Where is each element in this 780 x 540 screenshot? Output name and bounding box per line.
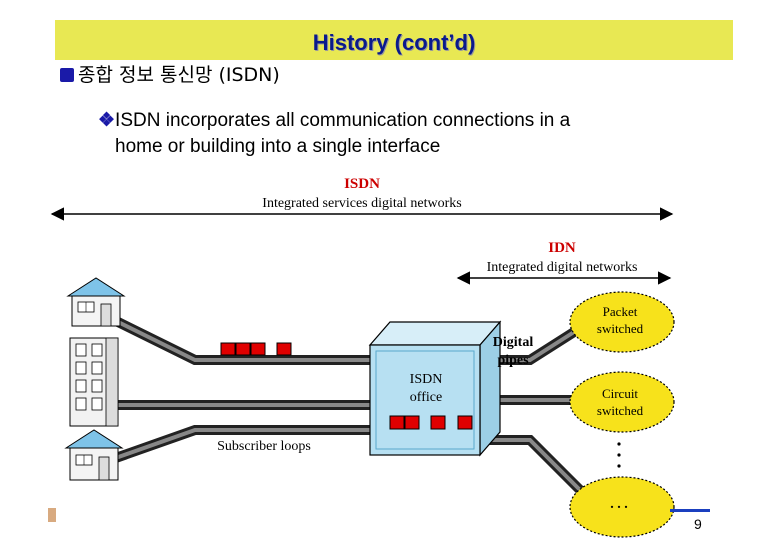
bullet-isdn-text: 종합 정보 통신망 (ISDN) xyxy=(78,64,280,86)
circuit-switched-label-1: Circuit xyxy=(602,386,638,401)
packets-top-loop xyxy=(220,342,292,356)
isdn-office-label-2: office xyxy=(410,390,442,405)
idn-subtitle: Integrated digital networks xyxy=(487,260,638,275)
page-number: 9 xyxy=(694,516,702,532)
subscriber-loop-top xyxy=(107,313,380,365)
office-building-icon xyxy=(69,337,119,427)
isdn-office-box xyxy=(368,320,502,457)
square-bullet-icon xyxy=(60,68,74,82)
diamond-bullet-icon: ❖ xyxy=(98,110,116,131)
packet-switched-label-2: switched xyxy=(597,321,644,336)
subscriber-loops-label: Subscriber loops xyxy=(217,439,311,454)
title-bar: History (cont’d) xyxy=(55,20,733,60)
slide-title: History (cont’d) xyxy=(312,30,476,55)
digital-pipes-label-2: pipes xyxy=(497,353,529,368)
packet-switched-oval xyxy=(569,291,675,353)
isdn-label: ISDN xyxy=(344,176,380,192)
other-network-label: . . . xyxy=(610,497,628,512)
isdn-subtitle: Integrated services digital networks xyxy=(262,196,461,211)
bullet-line-1: ISDN incorporates all communication conn… xyxy=(115,110,571,131)
packet-switched-label-1: Packet xyxy=(603,304,638,319)
bullet-isdn-description: ❖ISDN incorporates all communication con… xyxy=(98,108,718,160)
packets-in-office xyxy=(389,415,473,430)
more-networks-dots xyxy=(617,442,621,468)
subscriber-loop-bottom xyxy=(108,425,380,465)
house-icon-top xyxy=(66,277,126,327)
idn-label: IDN xyxy=(548,240,576,256)
isdn-office-label-1: ISDN xyxy=(410,372,443,387)
footer-line xyxy=(670,509,710,512)
circuit-switched-oval xyxy=(569,371,675,433)
bullet-isdn-heading: 종합 정보 통신망 (ISDN) xyxy=(60,60,280,87)
other-network-oval xyxy=(569,476,675,538)
digital-pipe-other xyxy=(485,435,589,499)
digital-pipes-label-1: Digital xyxy=(493,335,534,350)
house-icon-bottom xyxy=(64,429,124,481)
circuit-switched-label-2: switched xyxy=(597,403,644,418)
logo-mark xyxy=(48,508,56,522)
bullet-line-2: home or building into a single interface xyxy=(115,136,441,157)
